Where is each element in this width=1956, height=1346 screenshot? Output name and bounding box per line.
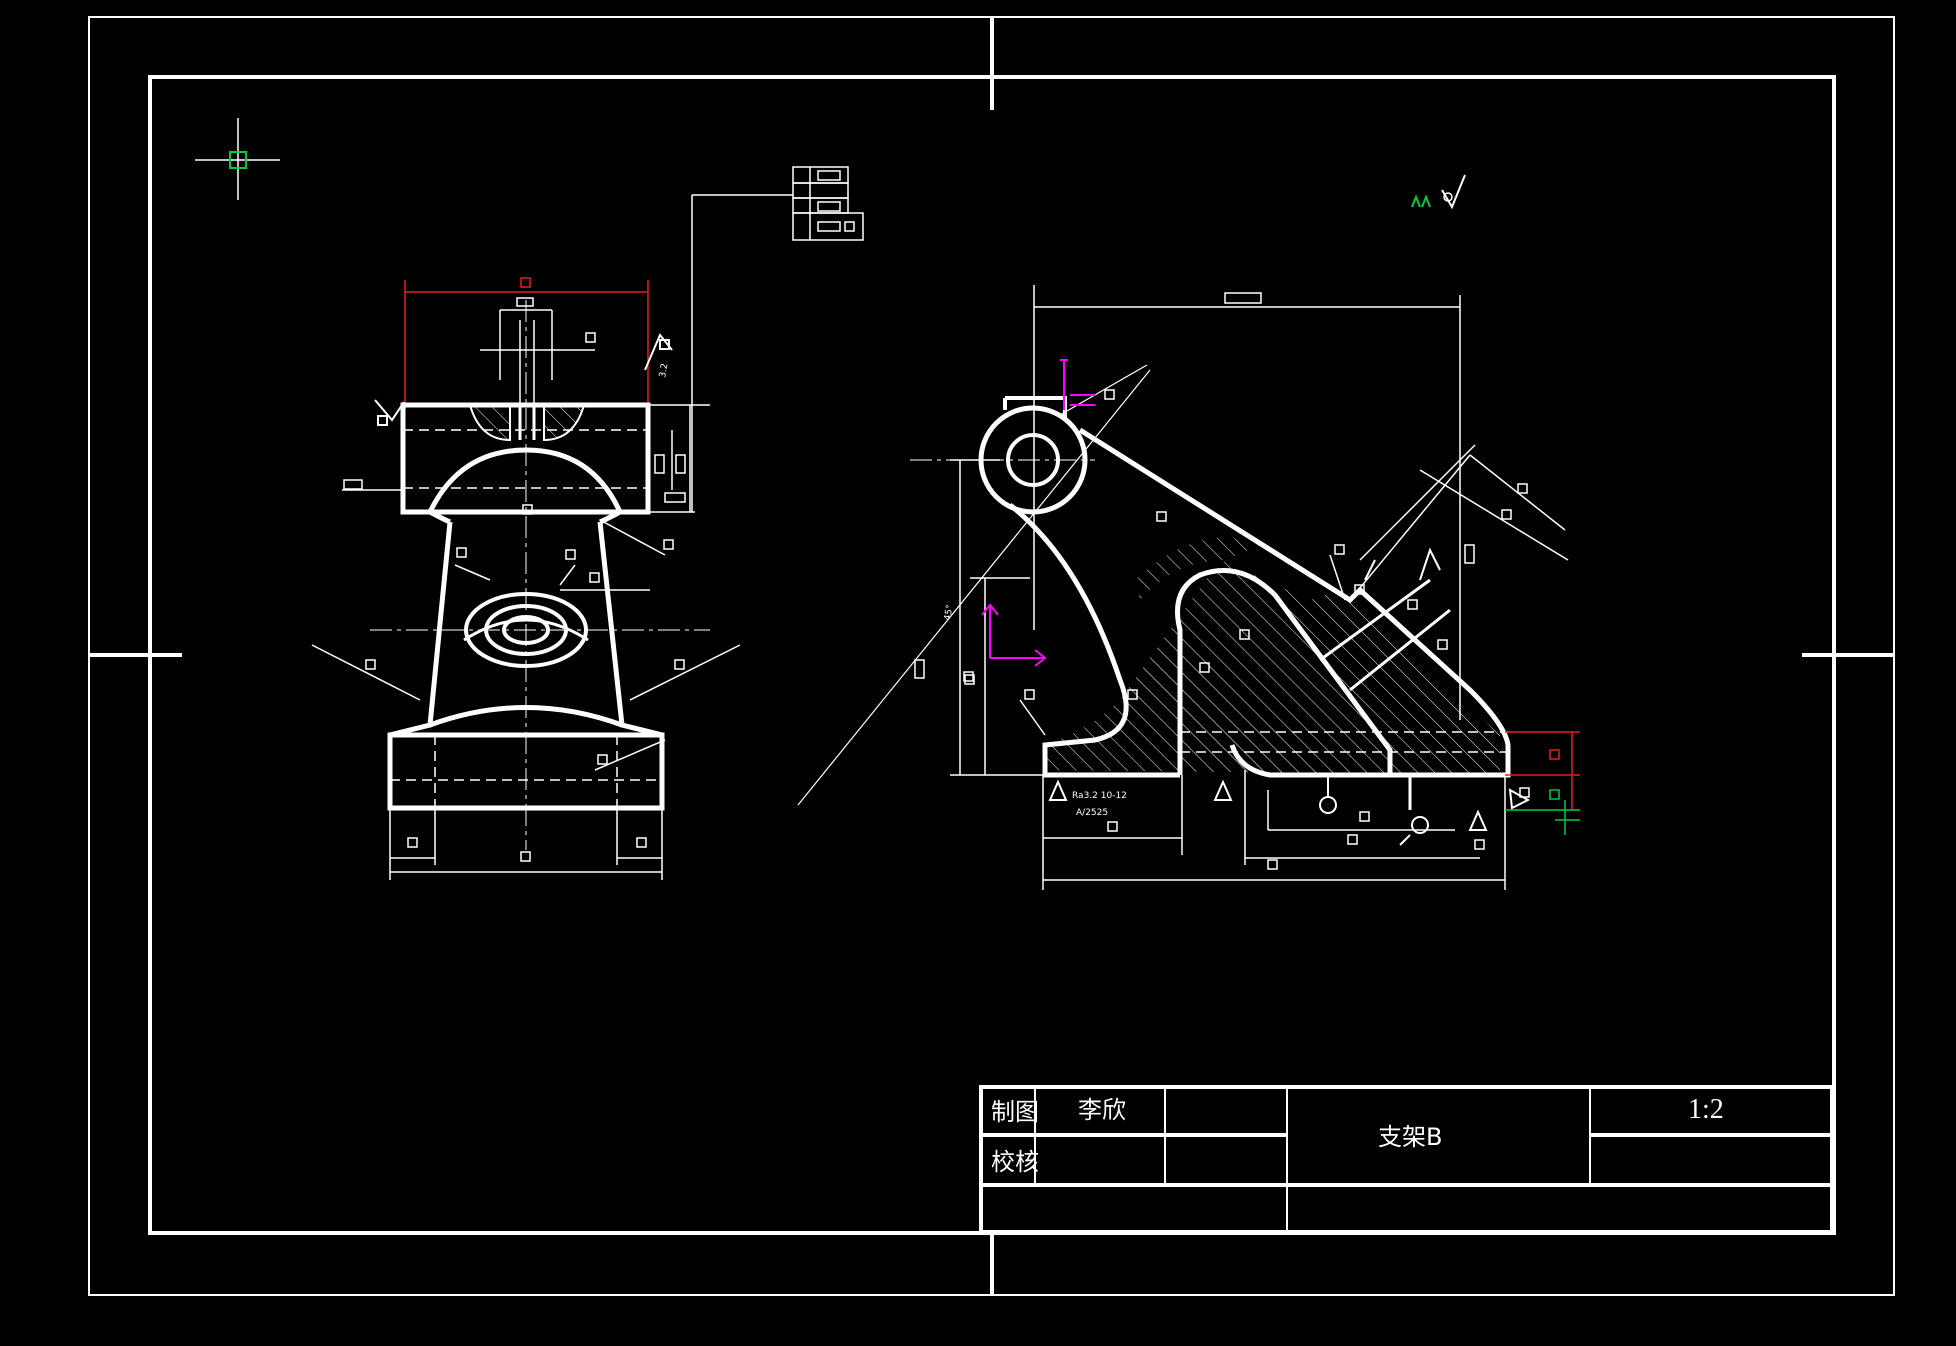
title-block-scale: 1:2 — [1688, 1094, 1724, 1125]
side-right-red-dims — [1505, 731, 1580, 810]
front-roughness-symbols — [374, 333, 673, 426]
crosshair-cursor-icon — [195, 118, 280, 200]
side-diagonal-centerline — [797, 369, 1151, 806]
side-top-width-dimension — [1033, 285, 1461, 720]
feature-control-frame — [691, 166, 864, 512]
front-leaders — [311, 404, 741, 771]
title-block-checked-label: 校核 — [991, 1148, 1039, 1176]
front-base — [387, 732, 665, 811]
title-block-drawn-name: 李欣 — [1078, 1096, 1126, 1124]
title-block — [979, 1085, 1834, 1234]
front-top-thread-dims — [480, 297, 596, 405]
side-right-green-dims — [1505, 789, 1580, 835]
title-block-drawn-label: 制图 — [991, 1098, 1039, 1126]
general-roughness-symbol — [1411, 174, 1466, 210]
front-view[interactable]: 3.2 — [311, 166, 864, 880]
side-base-note-1: Ra3.2 10-12 — [1072, 791, 1127, 801]
side-base-note-2: A/2525 — [1076, 808, 1108, 818]
side-roughness-symbols — [1048, 547, 1488, 846]
front-top-boss — [400, 402, 651, 515]
side-base-dims — [1042, 770, 1506, 890]
inner-drawing-frame — [148, 75, 1836, 1235]
side-view[interactable]: 45° Ra3.2 10-12 A/2525 — [797, 285, 1580, 890]
title-block-part-name: 支架B — [1378, 1123, 1442, 1151]
side-angle-note: 45° — [943, 604, 956, 621]
front-top-width-dimension — [404, 277, 649, 410]
side-angled-dims — [963, 389, 1569, 736]
front-roughness-note: 3.2 — [658, 363, 670, 379]
side-height-dims — [914, 459, 1045, 776]
ucs-icon — [981, 359, 1095, 667]
front-base-dims — [389, 808, 663, 880]
centering-marks — [89, 17, 1894, 1295]
